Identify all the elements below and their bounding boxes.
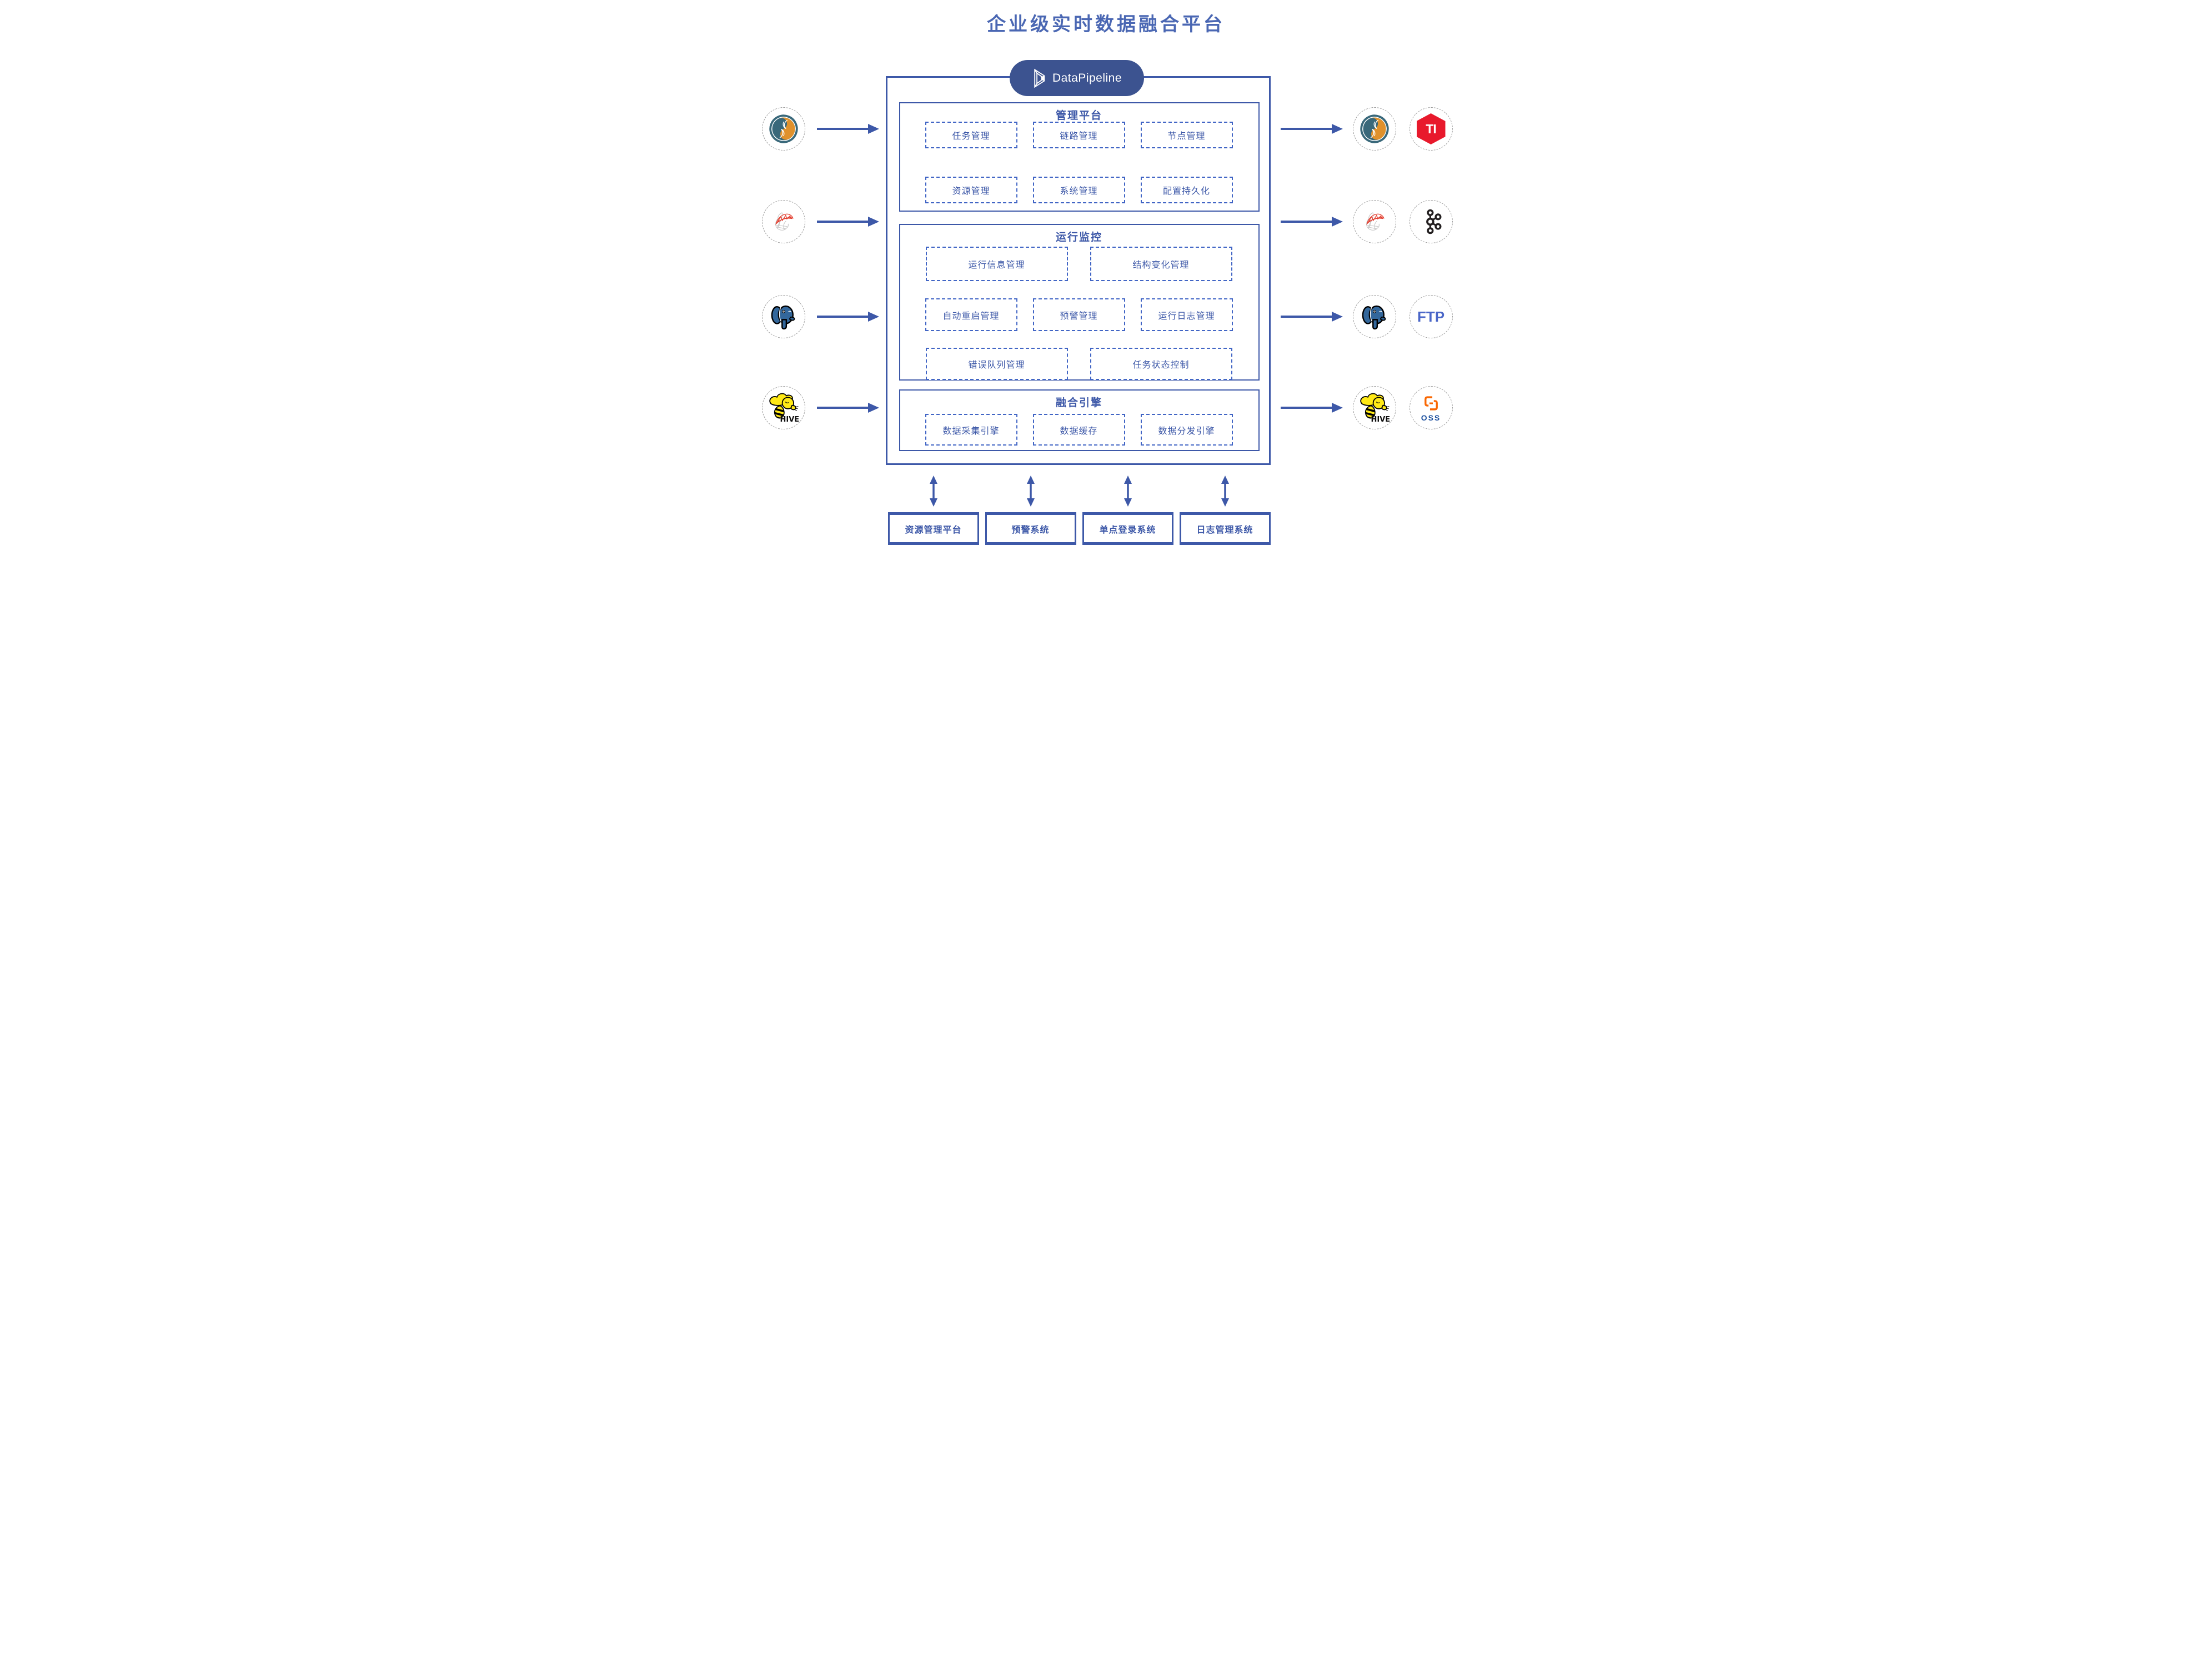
module-label: 资源管理 <box>952 187 990 196</box>
module-label: 错误队列管理 <box>968 361 1025 370</box>
section-management-platform: 管理平台 任务管理 链路管理 节点管理 资源管理 系统管理 配置持久化 <box>899 102 1260 212</box>
module-label: 任务状态控制 <box>1132 361 1190 370</box>
module-error-queue: 错误队列管理 <box>925 348 1068 380</box>
source-hive-icon: HIVE <box>761 386 805 429</box>
module-label: 预警管理 <box>1060 311 1098 321</box>
source-sqlserver-icon <box>761 200 805 243</box>
source-postgresql-icon <box>761 295 805 338</box>
external-sso-system-box: 单点登录系统 <box>1082 512 1173 545</box>
section-fusion-engine: 融合引擎 数据采集引擎 数据缓存 数据分发引擎 <box>899 389 1260 451</box>
module-runtime-log: 运行日志管理 <box>1140 298 1233 331</box>
target-sqlserver-icon <box>1352 200 1396 243</box>
target-kafka-icon <box>1409 200 1453 243</box>
bidi-arrow-log-system <box>1221 476 1229 507</box>
module-label: 链路管理 <box>1060 132 1098 141</box>
bidi-arrow-sso-system <box>1123 476 1132 507</box>
target-tidb-icon: TI <box>1409 107 1453 151</box>
section-runtime-monitor: 运行监控 运行信息管理 结构变化管理 自动重启管理 预警管理 运行日志管理 错误… <box>899 224 1260 381</box>
bidi-arrow-resource-platform <box>929 476 937 507</box>
module-task-mgmt: 任务管理 <box>925 122 1017 148</box>
module-node-mgmt: 节点管理 <box>1140 122 1233 148</box>
flow-arrow-in-mysql <box>816 124 879 134</box>
external-resource-platform-box: 资源管理平台 <box>887 512 979 545</box>
external-system-label: 日志管理系统 <box>1196 525 1253 535</box>
module-config-persist: 配置持久化 <box>1140 177 1233 203</box>
module-data-cache: 数据缓存 <box>1032 414 1125 446</box>
hive-label: HIVE <box>1371 416 1391 424</box>
module-system-mgmt: 系统管理 <box>1032 177 1125 203</box>
module-label: 数据采集引擎 <box>942 426 1000 436</box>
external-system-label: 单点登录系统 <box>1099 525 1156 535</box>
module-label: 数据缓存 <box>1060 426 1098 436</box>
module-label: 运行日志管理 <box>1158 311 1215 321</box>
section-title: 管理平台 <box>1055 110 1102 122</box>
flow-arrow-in-postgresql <box>816 312 879 322</box>
datapipeline-logo-text: DataPipeline <box>1052 71 1122 84</box>
hive-label: HIVE <box>780 416 800 424</box>
module-label: 运行信息管理 <box>968 261 1025 270</box>
module-auto-restart: 自动重启管理 <box>925 298 1017 331</box>
module-label: 任务管理 <box>952 132 990 141</box>
external-alert-system-box: 预警系统 <box>985 512 1076 545</box>
module-label: 系统管理 <box>1060 187 1098 196</box>
section-title: 运行监控 <box>1055 232 1102 243</box>
external-system-label: 预警系统 <box>1011 525 1050 535</box>
module-label: 自动重启管理 <box>942 311 1000 321</box>
flow-arrow-out-mysql <box>1280 124 1343 134</box>
module-task-state: 任务状态控制 <box>1090 348 1232 380</box>
external-system-label: 资源管理平台 <box>905 525 962 535</box>
module-label: 节点管理 <box>1167 132 1206 141</box>
target-hive-icon: HIVE <box>1352 386 1396 429</box>
flow-arrow-in-sqlserver <box>816 217 879 227</box>
flow-arrow-in-hive <box>816 403 879 413</box>
datapipeline-logo-icon <box>1034 68 1045 88</box>
platform-box: 管理平台 任务管理 链路管理 节点管理 资源管理 系统管理 配置持久化 运行监控… <box>885 76 1271 465</box>
oss-label: OSS <box>1421 413 1441 422</box>
module-collect-engine: 数据采集引擎 <box>925 414 1017 446</box>
module-label: 数据分发引擎 <box>1158 426 1215 436</box>
diagram-canvas: 企业级实时数据融合平台 DataPipeline 管理平台 任务管理 链路管理 … <box>737 0 1475 557</box>
section-title: 融合引擎 <box>1055 397 1102 409</box>
bidi-arrow-alert-system <box>1026 476 1035 507</box>
target-ftp-icon: FTP <box>1409 295 1453 338</box>
module-alert-mgmt: 预警管理 <box>1032 298 1125 331</box>
module-label: 配置持久化 <box>1162 187 1210 196</box>
ftp-label: FTP <box>1417 308 1445 325</box>
module-label: 结构变化管理 <box>1132 261 1190 270</box>
module-resource-mgmt: 资源管理 <box>925 177 1017 203</box>
tidb-label: TI <box>1426 121 1436 136</box>
target-mysql-icon <box>1352 107 1396 151</box>
page-title: 企业级实时数据融合平台 <box>987 14 1225 35</box>
flow-arrow-out-hive <box>1280 403 1343 413</box>
flow-arrow-out-sqlserver <box>1280 217 1343 227</box>
flow-arrow-out-postgresql <box>1280 312 1343 322</box>
module-runtime-info: 运行信息管理 <box>925 247 1068 281</box>
external-log-system-box: 日志管理系统 <box>1179 512 1271 545</box>
target-oss-icon: OSS <box>1409 386 1453 429</box>
source-mysql-icon <box>761 107 805 151</box>
module-schema-change: 结构变化管理 <box>1090 247 1232 281</box>
module-dispatch-engine: 数据分发引擎 <box>1140 414 1233 446</box>
datapipeline-logo-pill: DataPipeline <box>1009 60 1144 96</box>
target-postgresql-icon <box>1352 295 1396 338</box>
module-link-mgmt: 链路管理 <box>1032 122 1125 148</box>
